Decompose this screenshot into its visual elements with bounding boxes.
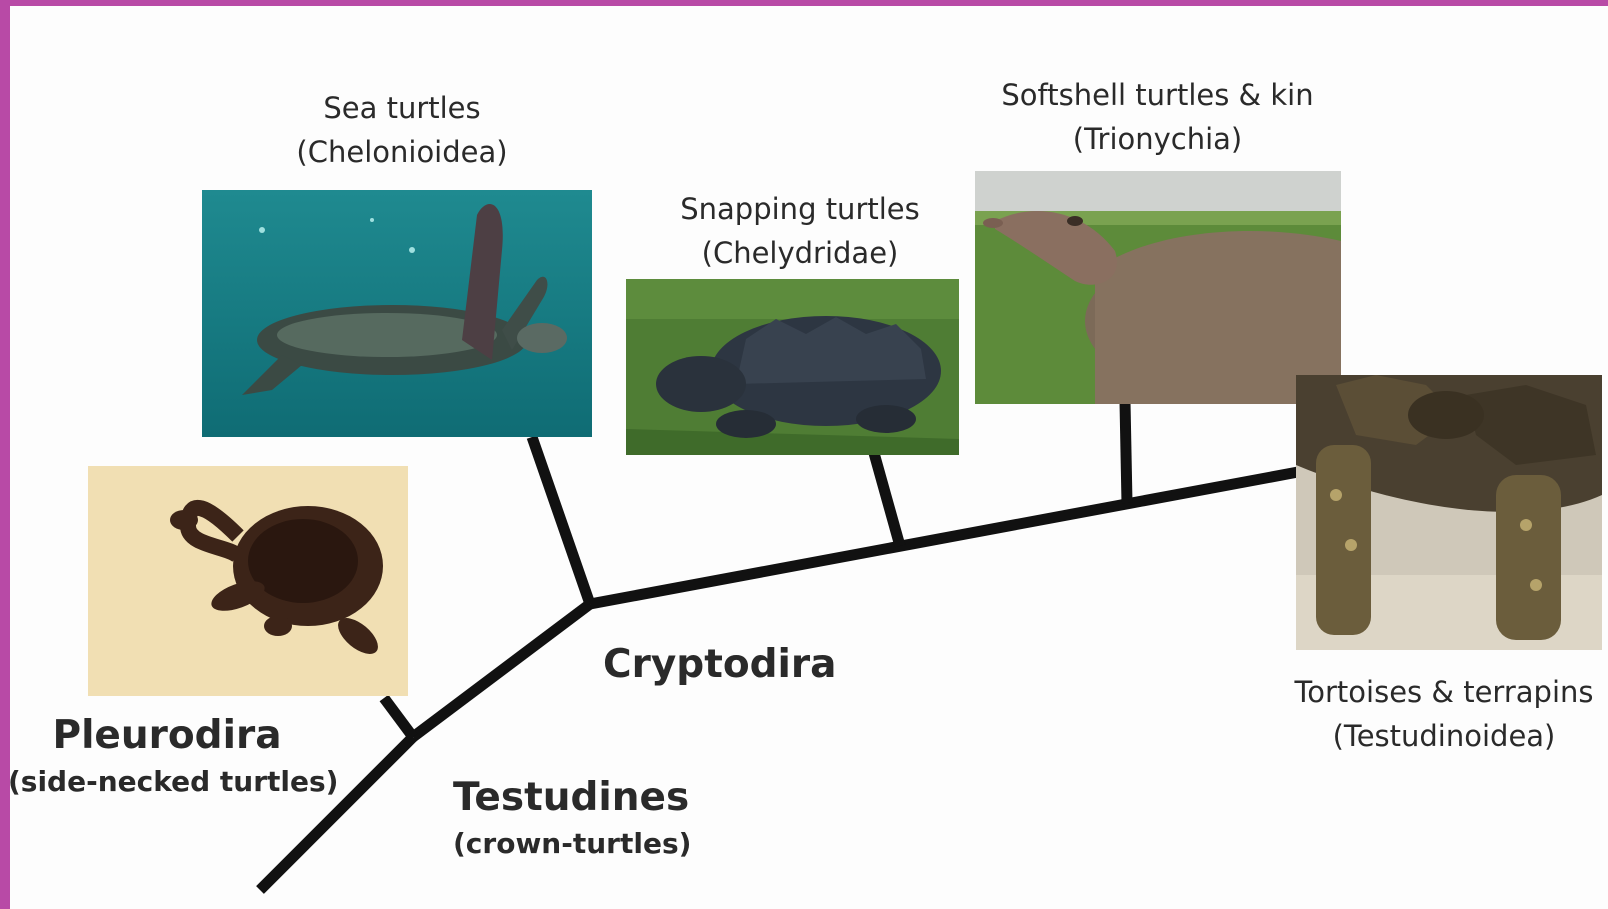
pleurodira-branch — [384, 698, 413, 737]
cryptodira-backbone — [590, 472, 1298, 604]
taxon-scientific-name: (Trionychia) — [985, 118, 1330, 162]
snapping-branch — [874, 453, 900, 546]
root-label-testudines: Testudines (crown-turtles) — [453, 772, 693, 862]
taxon-label-sea-turtles: Sea turtles (Chelonioidea) — [287, 87, 517, 174]
pleurodira-photo — [88, 466, 408, 696]
root-name: Testudines — [453, 772, 693, 825]
sea-turtle-photo — [202, 190, 592, 437]
taxon-scientific-name: (Chelonioidea) — [287, 131, 517, 175]
taxon-label-softshell-turtles: Softshell turtles & kin (Trionychia) — [985, 74, 1330, 161]
root-common-name: (crown-turtles) — [453, 825, 693, 863]
taxon-label-snapping-turtles: Snapping turtles (Chelydridae) — [660, 188, 940, 275]
taxon-name: Tortoises & terrapins — [1284, 671, 1604, 715]
softshell-branch — [1125, 402, 1127, 503]
cryptodira-stem — [413, 604, 590, 737]
softshell-turtle-photo — [975, 171, 1341, 404]
clade-label-cryptodira: Cryptodira — [603, 636, 833, 695]
clade-label-pleurodira: Pleurodira (side-necked turtles) — [8, 710, 326, 800]
snapping-turtle-photo — [626, 279, 959, 455]
clade-name: Pleurodira — [8, 710, 326, 763]
taxon-label-tortoises: Tortoises & terrapins (Testudinoidea) — [1284, 671, 1604, 758]
taxon-scientific-name: (Testudinoidea) — [1284, 715, 1604, 759]
tortoise-photo — [1296, 375, 1602, 650]
taxon-name: Softshell turtles & kin — [985, 74, 1330, 118]
sea-turtle-branch — [532, 437, 590, 604]
taxon-scientific-name: (Chelydridae) — [660, 232, 940, 276]
clade-name: Cryptodira — [603, 636, 833, 695]
clade-common-name: (side-necked turtles) — [8, 763, 326, 801]
taxon-name: Sea turtles — [287, 87, 517, 131]
taxon-name: Snapping turtles — [660, 188, 940, 232]
